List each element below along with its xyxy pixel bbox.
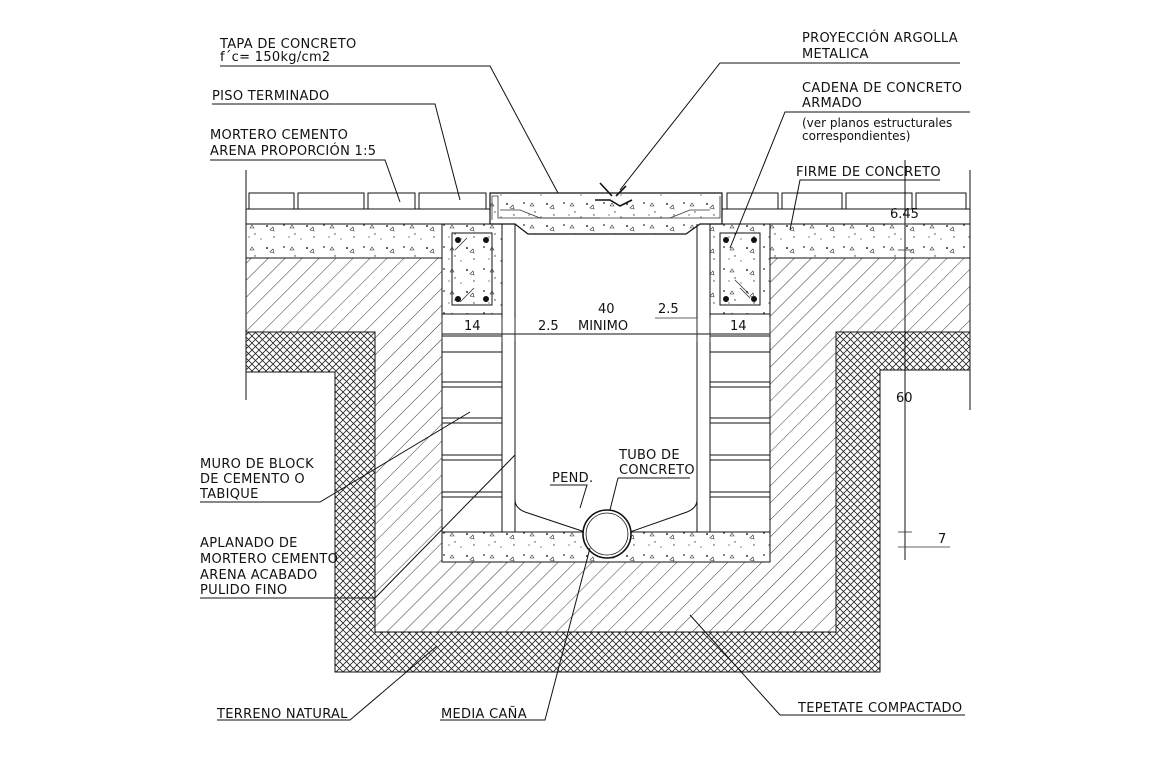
- label-media-cana: MEDIA CAÑA: [441, 706, 527, 722]
- label-tapa-2: f´c= 150kg/cm2: [220, 50, 331, 65]
- dim-depth: 60: [896, 391, 913, 406]
- label-mortero-1: MORTERO CEMENTO: [210, 128, 348, 143]
- dimension-lines: [441, 160, 950, 560]
- tapa-de-concreto: [489, 182, 723, 235]
- label-aplanado-3: ARENA ACABADO: [200, 568, 317, 583]
- label-cadena-2: ARMADO: [802, 96, 862, 111]
- label-aplanado-2: MORTERO CEMENTO: [200, 552, 338, 567]
- dim-width: 40: [598, 302, 615, 317]
- label-piso: PISO TERMINADO: [212, 89, 330, 104]
- label-argolla-1: PROYECCIÓN ARGOLLA: [802, 30, 958, 46]
- label-mortero-2: ARENA PROPORCIÓN 1:5: [210, 143, 376, 159]
- cadena-de-concreto-right: [709, 223, 771, 315]
- cadena-de-concreto-left: [441, 223, 503, 315]
- label-firme: FIRME DE CONCRETO: [796, 165, 941, 180]
- label-cadena-1: CADENA DE CONCRETO: [802, 81, 962, 96]
- label-pend: PEND.: [552, 471, 593, 486]
- label-cadena-note-2: correspondientes): [802, 129, 911, 143]
- label-aplanado-4: PULIDO FINO: [200, 583, 287, 598]
- label-terreno: TERRENO NATURAL: [216, 707, 348, 722]
- dim-base: 7: [938, 532, 946, 547]
- label-muro-3: TABIQUE: [199, 487, 259, 502]
- dim-right-plaster: 2.5: [658, 302, 679, 317]
- label-tubo-2: CONCRETO: [619, 463, 695, 478]
- media-cana: [514, 460, 698, 533]
- label-aplanado-1: APLANADO DE: [200, 536, 298, 551]
- label-muro-2: DE CEMENTO O: [200, 472, 305, 487]
- label-muro-1: MURO DE BLOCK: [200, 457, 314, 472]
- leader-lines: [200, 62, 970, 721]
- label-cadena-note-1: (ver planos estructurales: [802, 116, 952, 130]
- label-argolla-2: METALICA: [802, 47, 869, 62]
- dim-left-wall: 14: [464, 319, 481, 334]
- dim-slab: 6.45: [890, 207, 919, 222]
- tubo-de-concreto: [582, 509, 632, 559]
- label-tepetate: TEPETATE COMPACTADO: [797, 701, 962, 716]
- dim-right-wall: 14: [730, 319, 747, 334]
- label-tapa-1: TAPA DE CONCRETO: [219, 37, 357, 52]
- dim-width-note: MINIMO: [578, 319, 628, 334]
- label-tubo-1: TUBO DE: [618, 448, 680, 463]
- dim-left-plaster: 2.5: [538, 319, 559, 334]
